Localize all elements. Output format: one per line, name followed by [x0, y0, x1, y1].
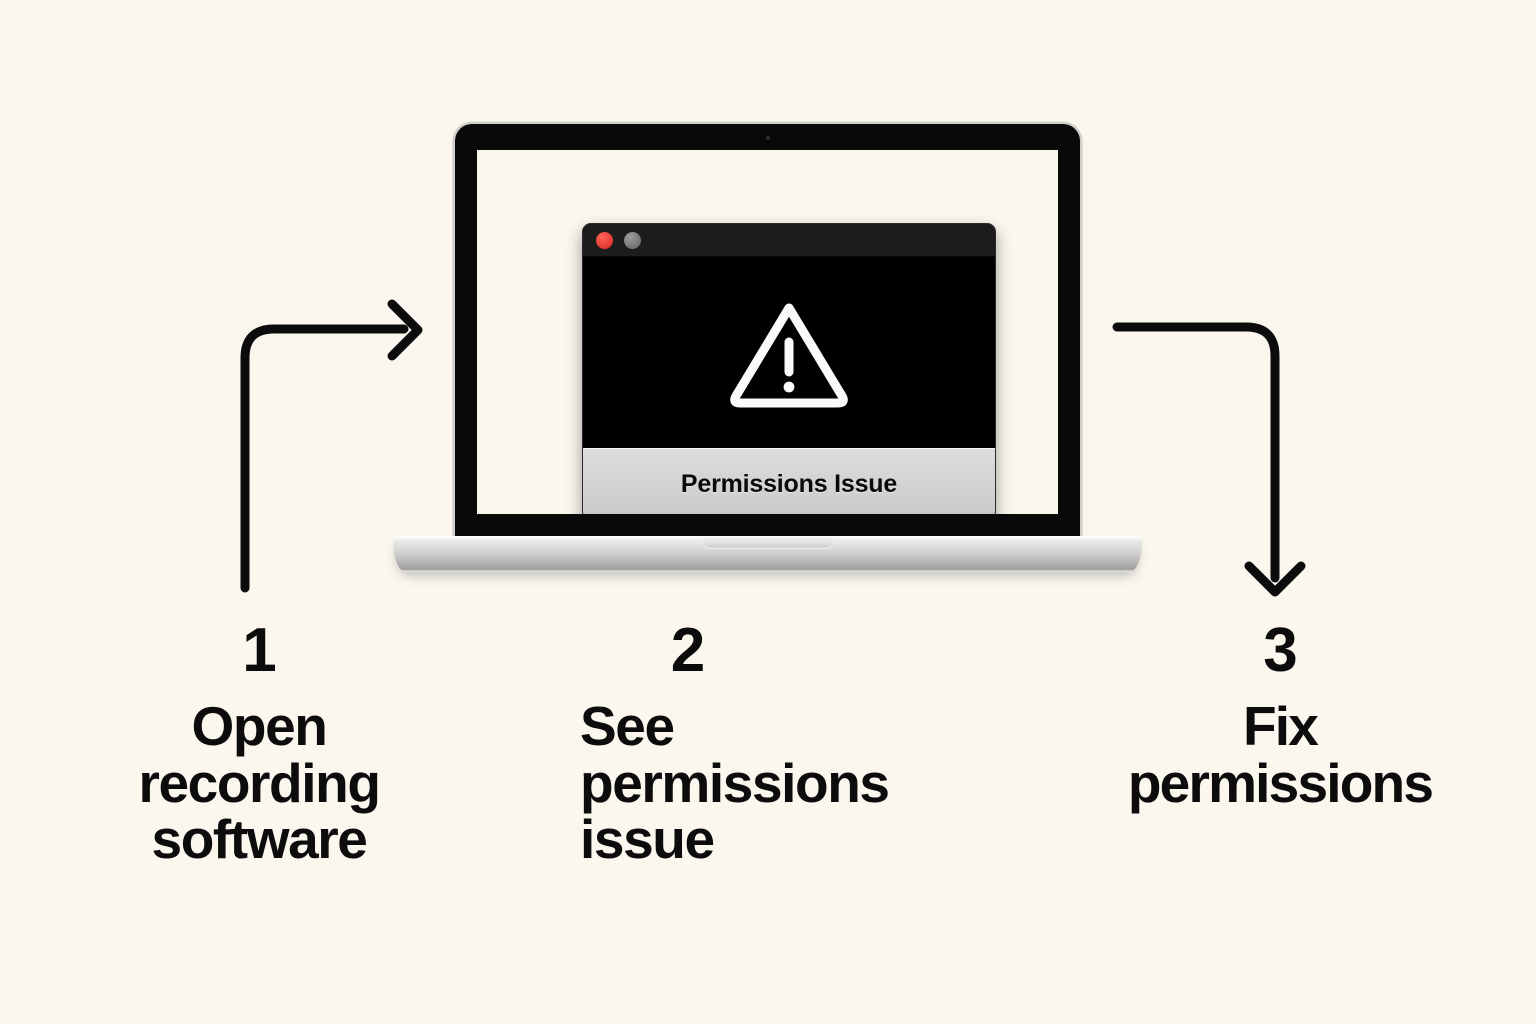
step-1-number: 1 — [242, 616, 276, 685]
step-2-number: 2 — [670, 616, 705, 685]
step-1-label: Open recording software — [138, 695, 380, 871]
step-2: 2 See permissions issue — [580, 620, 960, 868]
step-1: 1 Open recording software — [104, 620, 414, 868]
warning-triangle-icon — [730, 303, 848, 408]
step-3: 3 Fix permissions — [1080, 616, 1480, 814]
laptop-screen: Permissions Issue — [477, 150, 1058, 514]
laptop-illustration: Permissions Issue — [393, 124, 1142, 579]
error-dialog-window[interactable]: Permissions Issue — [582, 223, 996, 514]
dialog-titlebar[interactable] — [583, 224, 995, 257]
camera-icon — [765, 136, 770, 140]
minimize-icon[interactable] — [624, 231, 641, 249]
dialog-footer: Permissions Issue — [583, 448, 995, 514]
step-2-label: See permissions issue — [580, 695, 890, 871]
close-icon[interactable] — [596, 231, 613, 249]
laptop-base — [393, 536, 1142, 572]
laptop-lid: Permissions Issue — [455, 124, 1080, 539]
arrow-step1-to-step2 — [240, 299, 423, 593]
laptop-base-notch — [701, 537, 834, 549]
dialog-body — [583, 257, 995, 448]
arrow-step2-to-step3 — [1112, 322, 1306, 597]
step-3-label: Fix permissions — [1127, 695, 1434, 814]
dialog-message-label: Permissions Issue — [680, 469, 898, 498]
step-3-number: 3 — [1263, 616, 1297, 685]
